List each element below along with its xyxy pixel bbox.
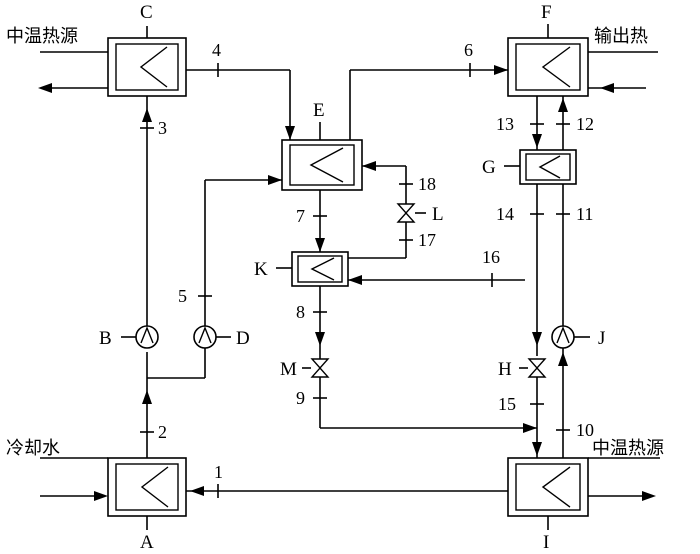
stream-label-6: 6	[464, 40, 473, 60]
label-g: G	[482, 157, 496, 178]
stream-12	[556, 96, 570, 150]
stream-label-8: 8	[296, 302, 305, 322]
heat-exchanger-k	[276, 251, 349, 287]
label-e: E	[313, 100, 325, 121]
stream-label-4: 4	[212, 40, 221, 60]
stream-label-12: 12	[576, 114, 594, 134]
heat-source-top-line	[38, 51, 108, 93]
label-a: A	[140, 532, 154, 553]
stream-label-10: 10	[576, 420, 594, 440]
cooling-water-line	[40, 457, 108, 501]
valve-h	[519, 358, 547, 378]
label-b: B	[99, 328, 112, 349]
label-c: C	[140, 2, 153, 23]
label-h: H	[498, 359, 512, 380]
stream-8	[313, 286, 327, 359]
heat-exchanger-c	[107, 26, 187, 97]
heat-exchanger-f	[507, 24, 589, 97]
label-l: L	[432, 204, 444, 225]
stream-6	[349, 63, 508, 140]
valve-l	[396, 203, 426, 223]
pump-j	[551, 325, 590, 349]
stream-label-3: 3	[158, 118, 167, 138]
stream-label-14: 14	[496, 204, 514, 224]
heat-exchanger-g	[504, 149, 577, 185]
heat-exchanger-i	[507, 457, 589, 530]
heat-output-label: 输出热	[594, 26, 648, 47]
stream-3	[140, 96, 154, 326]
pump-d	[193, 325, 231, 349]
stream-label-2: 2	[158, 422, 167, 442]
valve-m	[302, 358, 330, 378]
heat-source-top-label: 中温热源	[6, 26, 78, 47]
label-m: M	[280, 359, 297, 380]
pump-split	[147, 348, 206, 379]
stream-11	[556, 184, 570, 326]
stream-label-13: 13	[496, 114, 514, 134]
heat-output-line	[588, 51, 658, 93]
label-f: F	[541, 2, 552, 23]
label-j: J	[598, 328, 605, 349]
stream-label-11: 11	[576, 204, 593, 224]
heat-source-bottom-label: 中温热源	[592, 438, 664, 459]
stream-7	[313, 190, 327, 252]
label-k: K	[254, 259, 268, 280]
stream-5	[198, 175, 282, 326]
stream-18	[362, 161, 413, 204]
stream-label-1: 1	[214, 462, 223, 482]
stream-2	[140, 352, 154, 458]
stream-label-5: 5	[178, 286, 187, 306]
stream-9	[313, 377, 537, 433]
stream-15	[530, 377, 544, 458]
stream-10	[556, 348, 570, 458]
stream-label-7: 7	[296, 206, 305, 226]
stream-label-15: 15	[498, 394, 516, 414]
heat-exchanger-e	[281, 122, 363, 191]
pump-b	[121, 325, 159, 349]
cooling-water-label: 冷却水	[6, 438, 60, 459]
stream-14	[530, 184, 544, 356]
stream-1	[186, 484, 508, 498]
stream-16	[348, 273, 525, 287]
stream-label-9: 9	[296, 388, 305, 408]
stream-17	[348, 222, 413, 259]
heat-exchanger-a	[107, 457, 187, 530]
stream-label-16: 16	[482, 247, 500, 267]
label-i: I	[543, 532, 549, 553]
heat-source-bottom-line	[588, 457, 660, 501]
stream-4	[186, 63, 295, 140]
stream-label-17: 17	[418, 230, 436, 250]
stream-13	[530, 96, 544, 150]
stream-label-18: 18	[418, 174, 436, 194]
label-d: D	[236, 328, 250, 349]
